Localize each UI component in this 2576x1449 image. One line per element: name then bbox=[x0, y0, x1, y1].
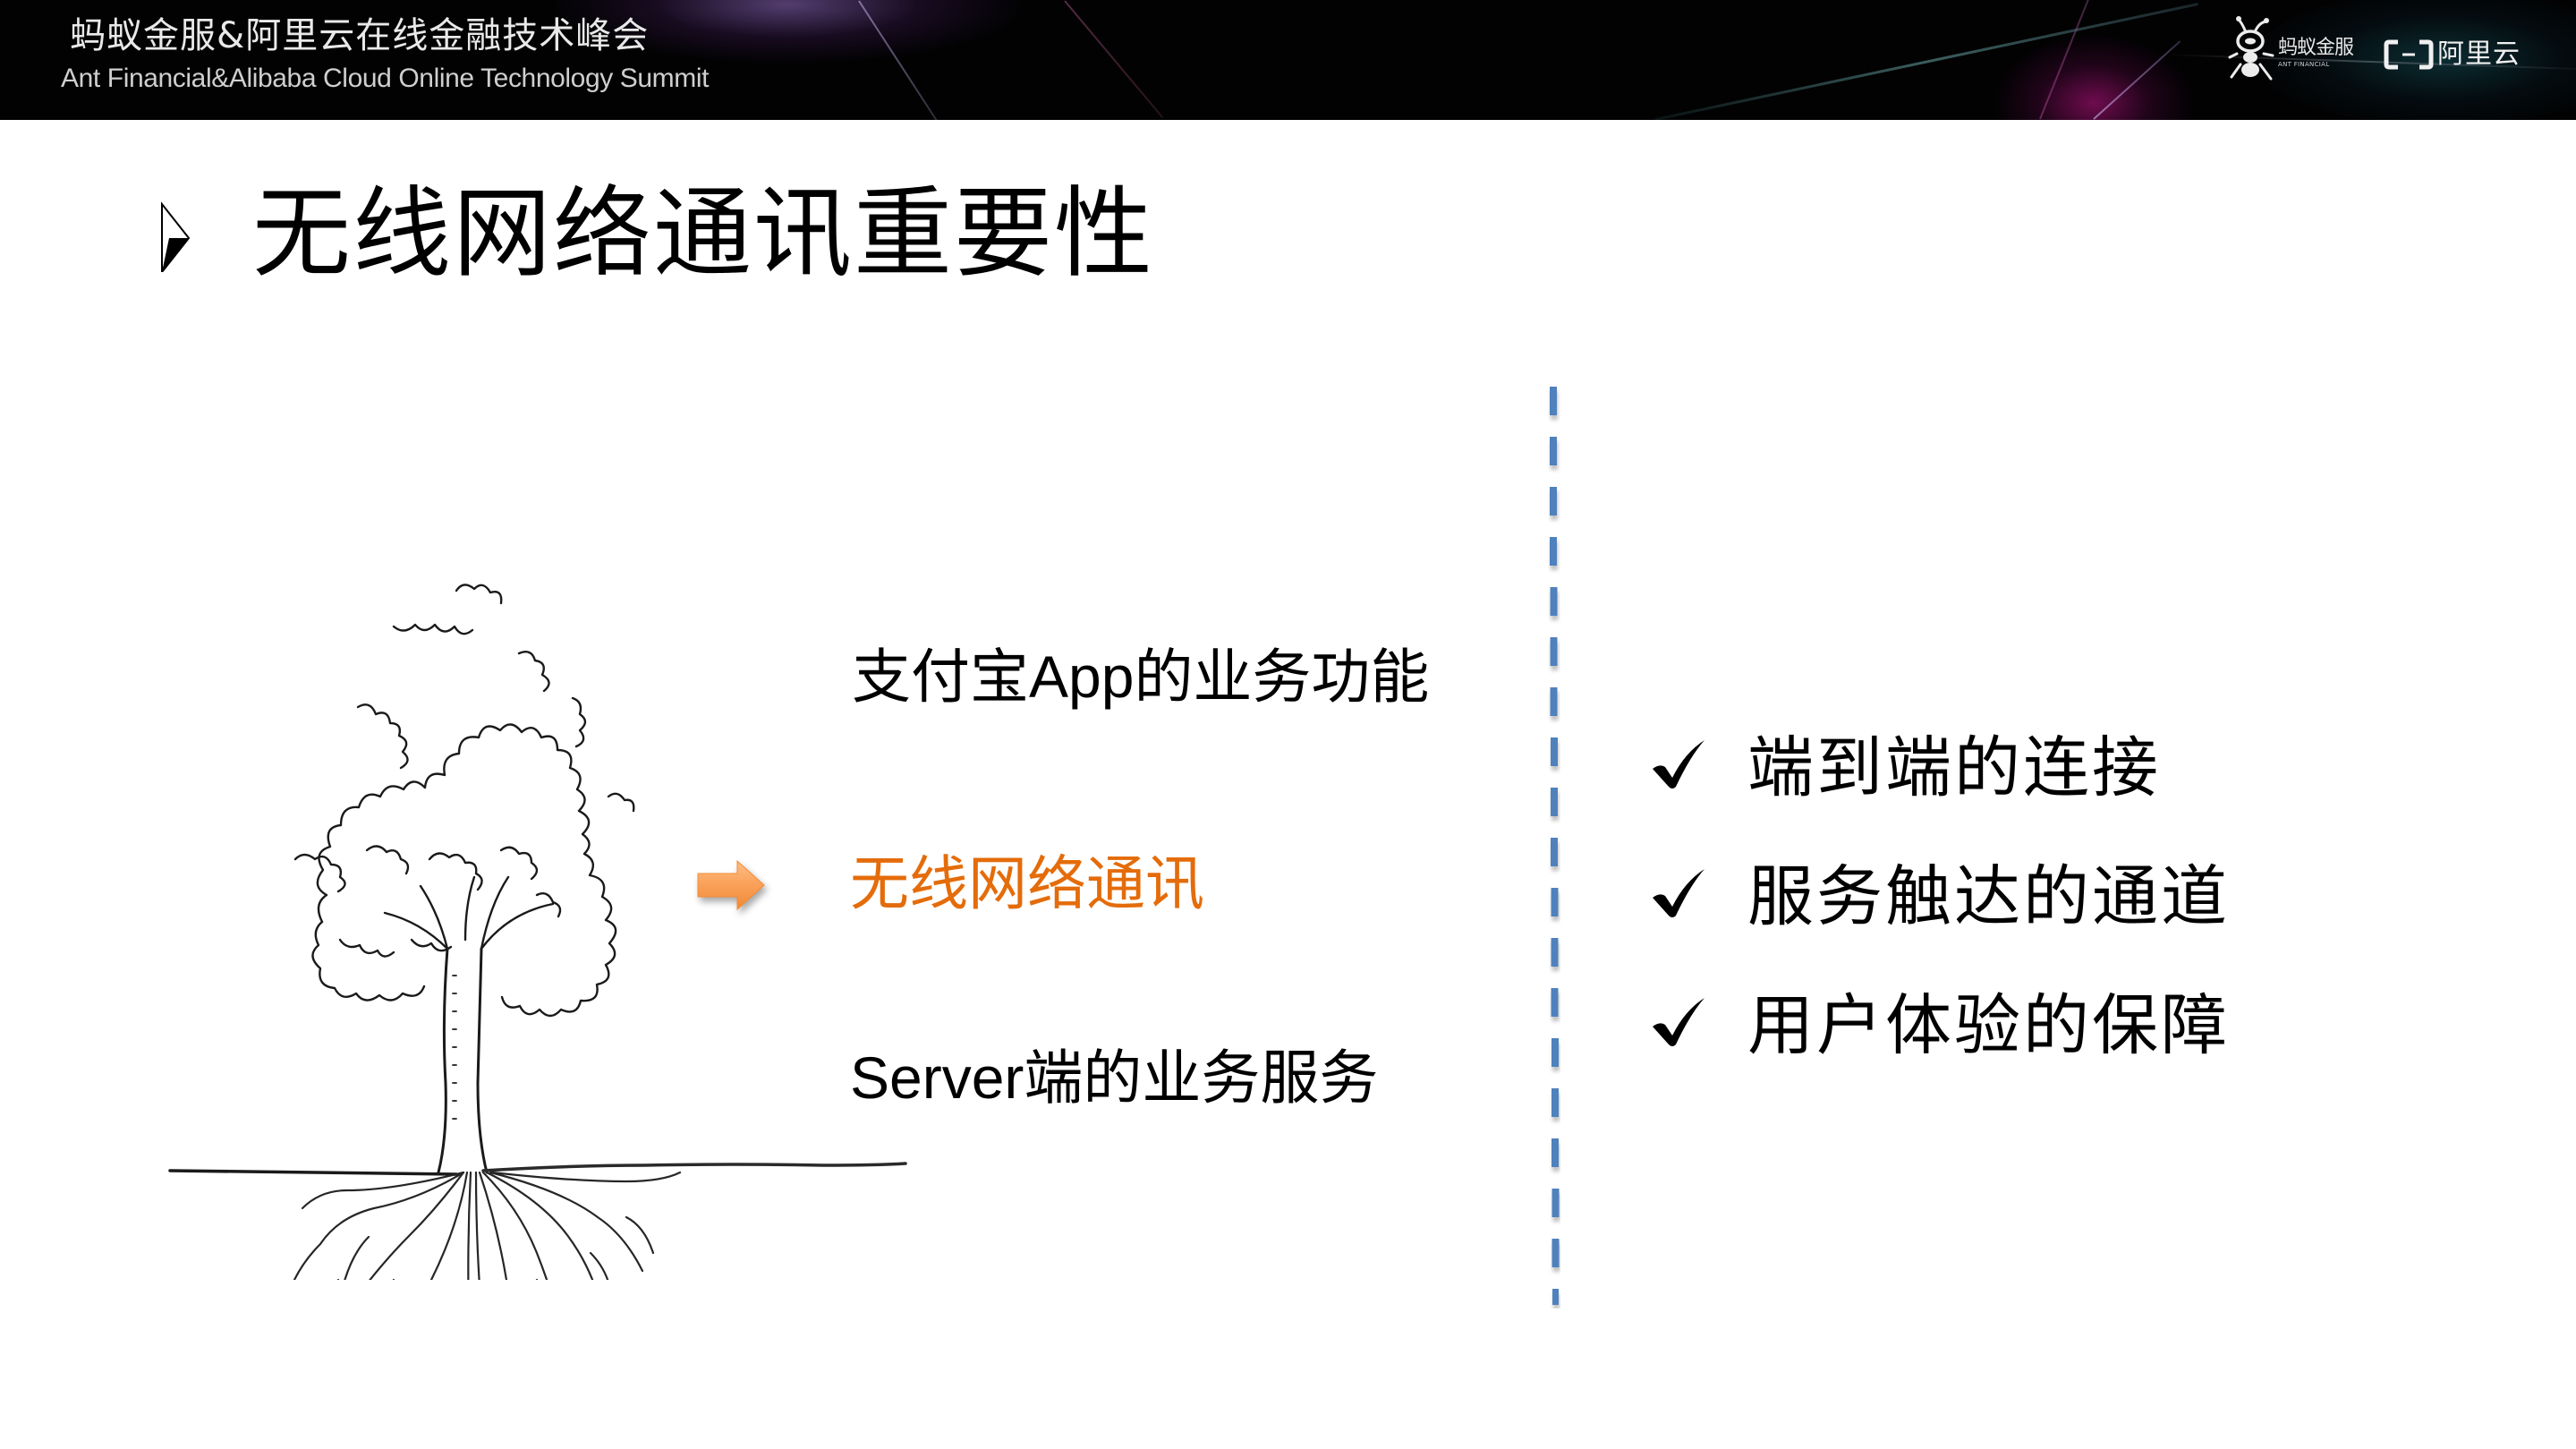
check-icon bbox=[1653, 998, 1705, 1046]
dashed-divider bbox=[1550, 387, 1560, 1305]
label-text: 支付宝 bbox=[852, 643, 1029, 712]
header-banner: 蚂蚁金服&阿里云在线金融技术峰会 Ant Financial&Alibaba C… bbox=[0, 0, 2576, 120]
list-item: 端到端的连接 bbox=[1651, 703, 2230, 832]
ant-mascot-icon bbox=[2228, 16, 2274, 81]
ant-financial-logo-text: 蚂蚁金服 bbox=[2278, 37, 2354, 59]
label-text: App bbox=[1029, 644, 1135, 710]
list-item-text: 用户体验的保障 bbox=[1747, 987, 2230, 1064]
label-text: Server bbox=[850, 1044, 1024, 1111]
summit-title-cn: 蚂蚁金服&阿里云在线金融技术峰会 bbox=[70, 15, 650, 56]
label-wireless-network-communication: 无线网络通讯 bbox=[850, 849, 1204, 918]
label-text: 的业务功能 bbox=[1134, 643, 1430, 712]
checklist: 端到端的连接 服务触达的通道 用户体验的保障 bbox=[1651, 703, 2230, 1090]
slide-title: 无线网络通讯重要性 bbox=[161, 175, 1154, 292]
list-item: 用户体验的保障 bbox=[1651, 961, 2230, 1090]
aliyun-logo-text: 阿里云 bbox=[2437, 38, 2521, 70]
check-icon bbox=[1653, 740, 1705, 788]
ant-financial-logo: 蚂蚁金服 ANT FINANCIAL bbox=[2226, 14, 2356, 88]
list-item-text: 服务触达的通道 bbox=[1747, 858, 2230, 935]
ant-financial-logo-subtext: ANT FINANCIAL bbox=[2278, 61, 2330, 68]
orange-right-arrow-icon bbox=[697, 859, 765, 911]
summit-title-en: Ant Financial&Alibaba Cloud Online Techn… bbox=[61, 64, 710, 93]
page-title: 无线网络通讯重要性 bbox=[252, 176, 1154, 291]
arrowhead-bullet-icon bbox=[161, 201, 190, 272]
check-icon bbox=[1653, 869, 1705, 917]
aliyun-logo: 阿里云 bbox=[2384, 36, 2527, 75]
label-server-business-services: Server端的业务服务 bbox=[850, 1042, 1378, 1114]
header-glow bbox=[1995, 36, 2192, 120]
tree-with-roots-illustration bbox=[168, 584, 907, 1280]
header-light-streak bbox=[1064, 0, 1164, 118]
list-item: 服务触达的通道 bbox=[1651, 832, 2230, 961]
list-item-text: 端到端的连接 bbox=[1747, 729, 2161, 806]
label-text: 端的业务服务 bbox=[1024, 1044, 1379, 1112]
aliyun-bracket-icon bbox=[2384, 39, 2434, 70]
label-alipay-app-features: 支付宝App的业务功能 bbox=[852, 641, 1429, 713]
